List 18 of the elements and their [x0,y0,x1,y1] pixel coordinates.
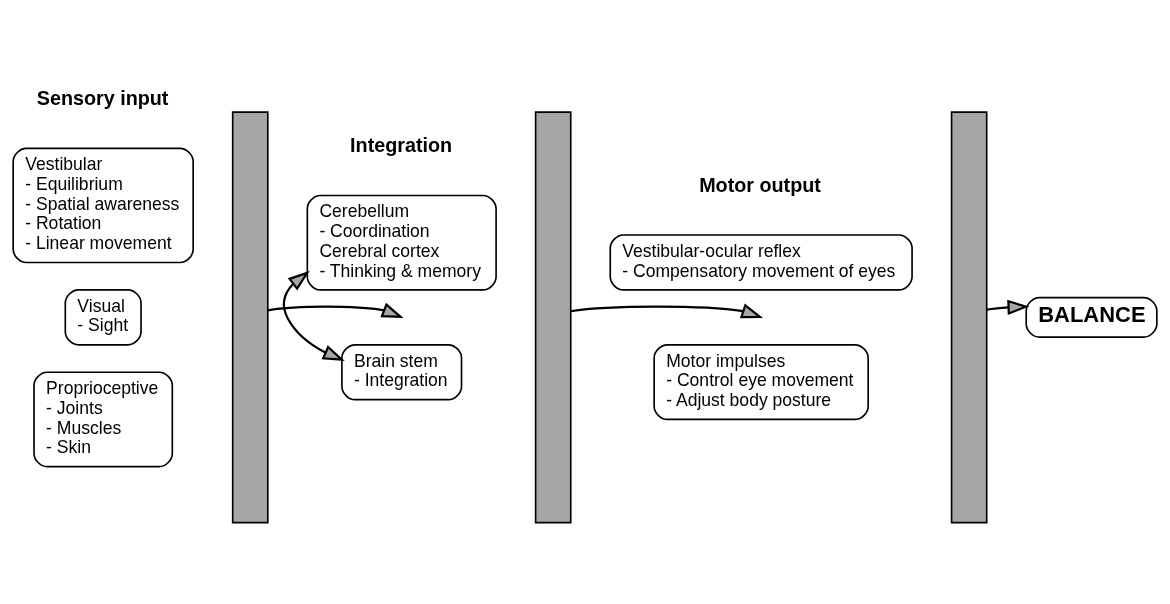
label: Motor output [699,173,821,196]
node-box: Vestibular - Equilibrium - Spatial awareness - Rotation - Linear movement [12,147,194,264]
label: Integration [350,134,453,157]
node-box: BALANCE [1025,296,1158,338]
arrow [986,299,1030,316]
arrow [282,270,345,361]
arrow [267,302,404,319]
arrow [570,303,764,319]
node-bar [231,111,269,524]
node-box: Cerebellum - Coordination Cerebral cortex - Thinking & memory [306,194,497,291]
node-bar [950,111,988,524]
label: Sensory input [36,86,169,109]
node-box: Proprioceptive - Joints - Muscles - Skin [33,371,174,468]
node-bar [534,111,572,524]
node-box: Brain stem - Integration [341,343,463,401]
node-box: Visual - Sight [64,289,142,346]
node-box: Motor impulses - Control eye movement - Adjust body posture [653,343,869,421]
node-box: Vestibular-ocular reflex - Compensatory movement of eyes [609,234,913,291]
